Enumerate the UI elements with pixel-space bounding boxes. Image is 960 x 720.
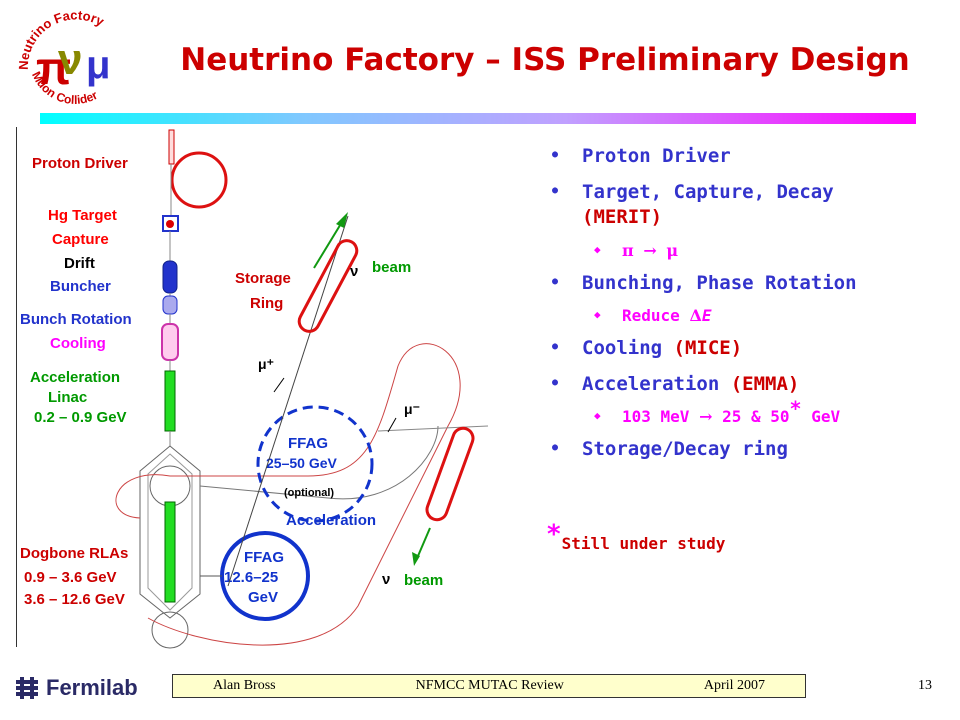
ffag-ring-optional	[256, 405, 374, 523]
fermilab-icon	[16, 677, 38, 699]
transfer-line-1	[115, 343, 461, 646]
label-capture: Capture	[52, 231, 109, 248]
fermilab-logo: Fermilab	[14, 675, 138, 701]
page-number: 13	[918, 678, 932, 693]
label-ring: Ring	[250, 295, 283, 312]
target	[166, 220, 174, 228]
fermilab-wordmark: Fermilab	[46, 675, 138, 700]
label-acceleration-2: Acceleration	[286, 512, 376, 529]
bullet-bunching: Bunching, Phase Rotation	[548, 271, 948, 297]
label-storage: Storage	[235, 270, 291, 287]
title-rule	[40, 113, 916, 124]
nu-beam-arrow-1	[336, 212, 348, 228]
footnote: *Still under study	[546, 519, 726, 553]
footer-event: NFMCC MUTAC Review	[415, 678, 564, 693]
label-beam-1: beam	[372, 259, 411, 276]
logo-pi: π	[36, 42, 71, 94]
label-proton-driver: Proton Driver	[32, 155, 128, 172]
label-buncher: Buncher	[50, 278, 111, 295]
buncher-element	[162, 260, 178, 294]
label-cooling: Cooling	[50, 335, 106, 352]
label-mu-plus: μ⁺	[258, 356, 274, 372]
rotation-element	[162, 295, 178, 315]
footer-author: Alan Bross	[213, 678, 276, 693]
linac	[164, 370, 176, 432]
label-nu-2: ν	[382, 571, 390, 588]
bullet-target: Target, Capture, Decay(MERIT)	[548, 180, 948, 231]
sub-bullet-pi-mu: π → μ	[548, 241, 948, 262]
proton-source	[168, 129, 175, 165]
bullet-acceleration: Acceleration (EMMA)	[548, 372, 948, 398]
cooling-element	[161, 323, 179, 361]
label-bunch-rotation: Bunch Rotation	[20, 311, 132, 328]
storage-ring-mu-minus	[425, 426, 475, 522]
proton-driver-ring	[170, 151, 228, 209]
footer-bar: Alan Bross NFMCC MUTAC Review April 2007	[172, 674, 806, 698]
label-drift: Drift	[64, 255, 95, 272]
label-dogbone: Dogbone RLAs	[20, 545, 128, 562]
nu-beam-arrow-2	[412, 552, 420, 566]
sub-bullet-reduce: Reduce ΔE	[548, 306, 948, 327]
bullet-storage: Storage/Decay ring	[548, 437, 948, 463]
neutrino-factory-layout-diagram: Proton Driver Hg Target Capture Drift Bu…	[20, 129, 489, 649]
bullet-proton-driver: Proton Driver	[548, 144, 948, 170]
bullet-list: Proton Driver Target, Capture, Decay(MER…	[548, 144, 948, 473]
label-nu-1: ν	[350, 263, 358, 280]
label-dogbone-e1: 0.9 – 3.6 GeV	[24, 569, 117, 586]
label-dogbone-e2: 3.6 – 12.6 GeV	[24, 591, 125, 608]
label-ffag-2: FFAG	[244, 549, 284, 566]
label-ffag-1: FFAG	[288, 435, 328, 452]
label-linac: Linac	[48, 389, 87, 406]
label-beam-2: beam	[404, 572, 443, 589]
label-hg-target: Hg Target	[48, 207, 117, 224]
sub-bullet-energy: 103 MeV → 25 & 50* GeV	[548, 399, 948, 428]
label-mu-minus: μ⁻	[404, 401, 420, 417]
label-ffag2-e1: 12.6–25	[224, 569, 278, 586]
label-linac-energy: 0.2 – 0.9 GeV	[34, 409, 127, 426]
label-ffag2-e2: GeV	[248, 589, 278, 606]
footer-date: April 2007	[703, 678, 765, 693]
bullet-cooling: Cooling (MICE)	[548, 336, 948, 362]
slide-title: Neutrino Factory – ISS Preliminary Desig…	[180, 42, 910, 78]
dogbone-linac	[164, 501, 176, 603]
neutrino-factory-logo: Neutrino Factory Muon Collider π ν μ	[16, 7, 111, 107]
logo-nu: ν	[58, 35, 82, 84]
label-ffag1-energy: 25–50 GeV	[266, 455, 337, 471]
label-optional: (optional)	[284, 487, 334, 499]
storage-ring-mu-plus	[297, 239, 359, 333]
left-rule	[16, 127, 17, 647]
label-acceleration: Acceleration	[30, 369, 120, 386]
logo-mu: μ	[86, 43, 110, 87]
dogbone-outline-1	[139, 445, 201, 619]
